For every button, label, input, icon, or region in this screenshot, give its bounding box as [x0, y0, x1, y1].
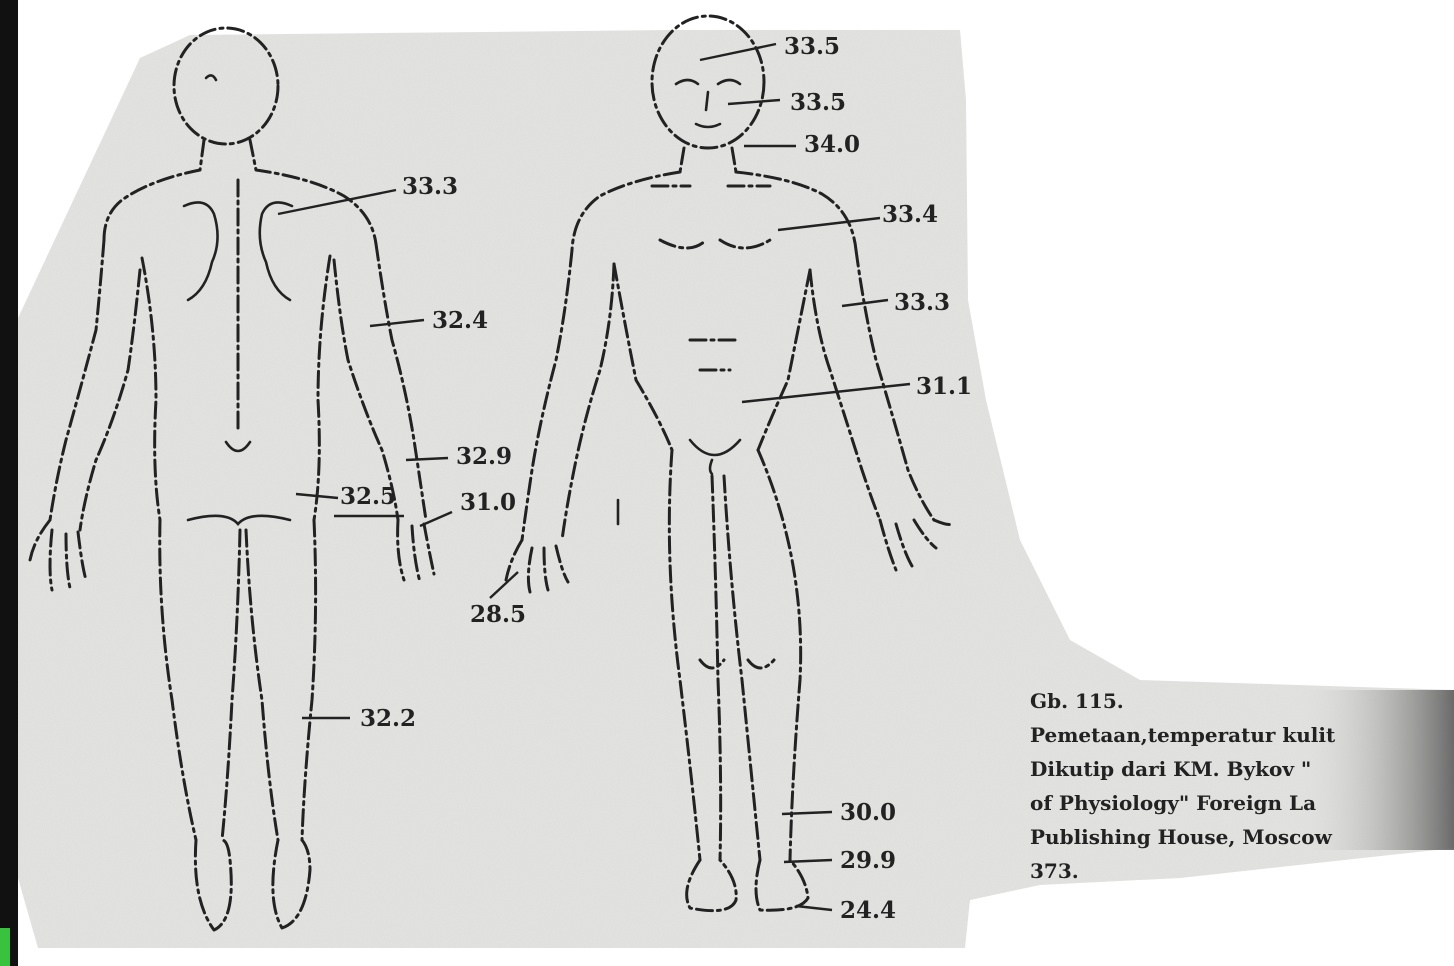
front-label-cheek: 33.5: [790, 89, 846, 116]
front-label-chest: 33.4: [882, 201, 938, 228]
caption-line-4: of Physiology" Foreign La: [1030, 786, 1450, 820]
figure-caption: Gb. 115. Pemetaan,temperatur kulit Dikut…: [1030, 684, 1450, 888]
back-label-forearm: 32.9: [456, 443, 512, 470]
back-label-buttock: 32.5: [340, 483, 396, 510]
back-label-upper-back: 33.3: [402, 173, 458, 200]
caption-line-6: 373.: [1030, 854, 1450, 888]
back-label-upper-arm: 32.4: [432, 307, 488, 334]
caption-line-5: Publishing House, Moscow: [1030, 820, 1450, 854]
left-edge-bar: [0, 0, 18, 966]
caption-line-3: Dikutip dari KM. Bykov ": [1030, 752, 1450, 786]
front-label-upper-arm: 33.3: [894, 289, 950, 316]
front-label-abdomen: 31.1: [916, 373, 972, 400]
corner-accent: [0, 928, 10, 966]
front-label-foot: 24.4: [840, 897, 896, 924]
back-label-hand: 28.5: [470, 601, 526, 628]
front-label-ankle: 29.9: [840, 847, 896, 874]
front-label-neck: 34.0: [804, 131, 860, 158]
caption-line-2: Pemetaan,temperatur kulit: [1030, 718, 1450, 752]
back-label-wrist: 31.0: [460, 489, 516, 516]
front-label-shin: 30.0: [840, 799, 896, 826]
front-label-forehead: 33.5: [784, 33, 840, 60]
back-label-calf: 32.2: [360, 705, 416, 732]
caption-line-1: Gb. 115.: [1030, 684, 1450, 718]
